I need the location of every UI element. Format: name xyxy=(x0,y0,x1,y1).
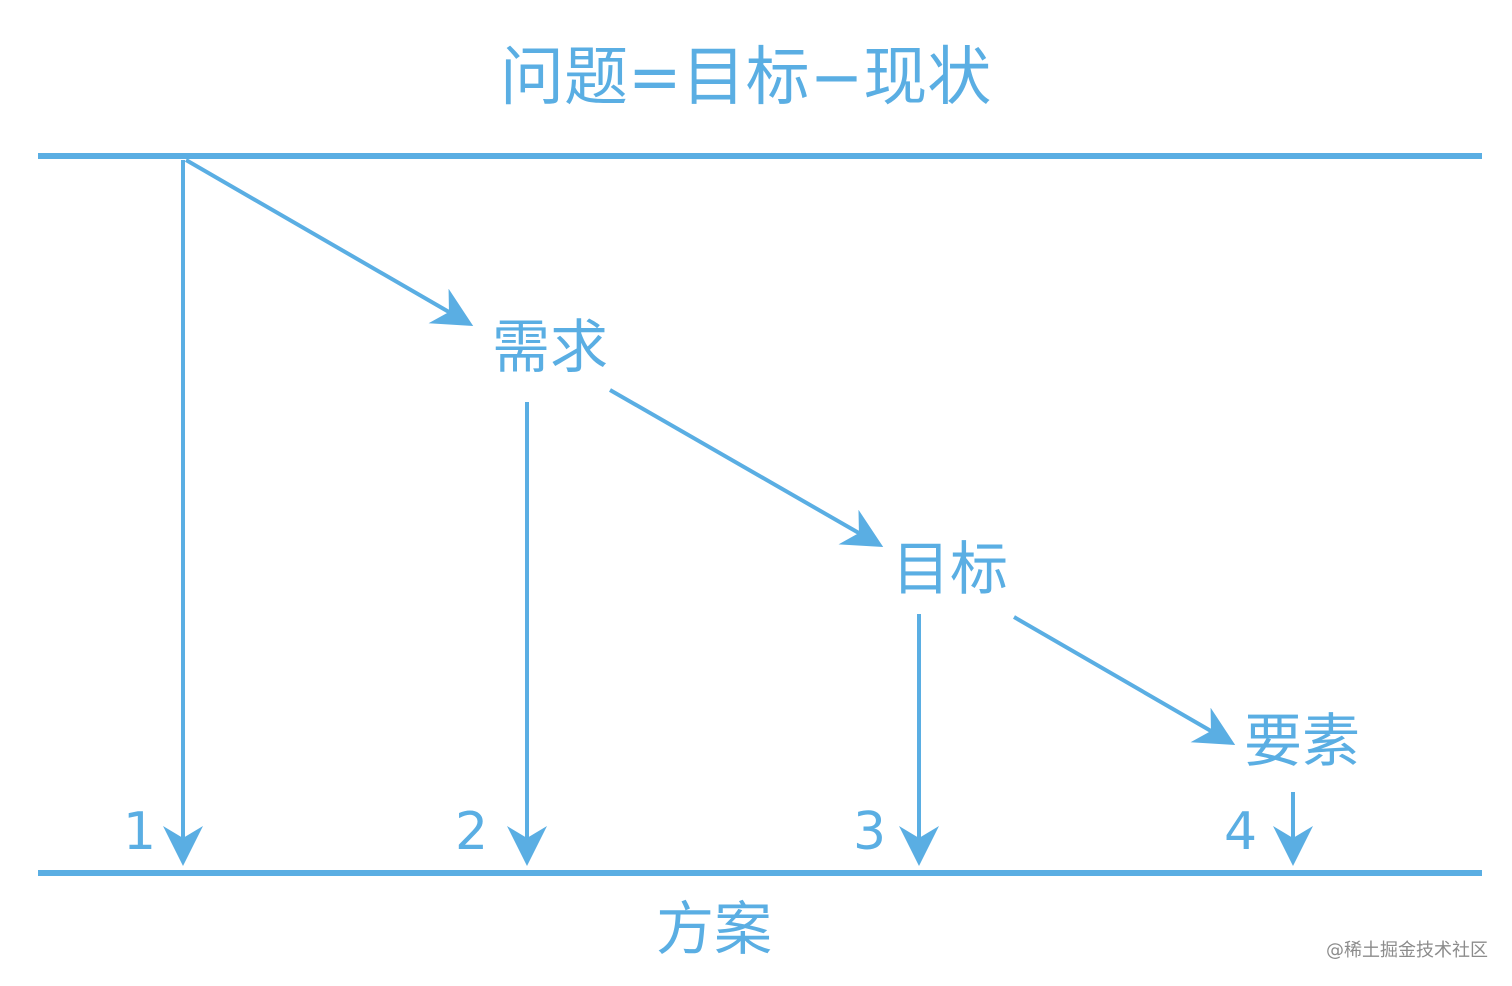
node-goal: 目标 xyxy=(892,535,1009,603)
demand-to-goal-arrow xyxy=(609,388,884,547)
path-label-1: 1 xyxy=(123,802,157,862)
diagram-title: 问题=目标−现状 xyxy=(500,41,992,115)
problem-to-demand-arrow xyxy=(184,158,474,327)
path-label-4: 4 xyxy=(1224,802,1258,862)
watermark: @稀土掘金技术社区 xyxy=(1326,940,1488,961)
node-demand: 需求 xyxy=(492,313,609,381)
node-elements: 要素 xyxy=(1244,707,1361,775)
path-label-3: 3 xyxy=(853,802,887,862)
path-label-2: 2 xyxy=(455,802,489,862)
goal-to-elements-arrow xyxy=(1012,615,1236,746)
solution-label: 方案 xyxy=(656,895,773,963)
